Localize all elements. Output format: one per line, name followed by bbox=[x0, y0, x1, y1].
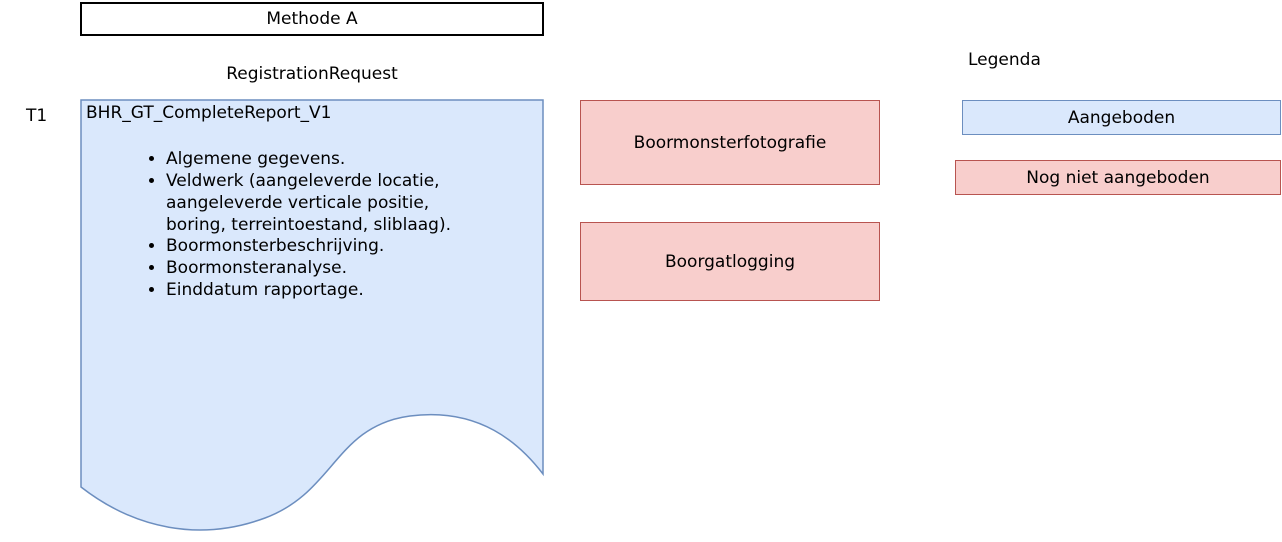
registration-request-document: BHR_GT_CompleteReport_V1 Algemene gegeve… bbox=[80, 99, 545, 542]
document-bullet: Einddatum rapportage. bbox=[166, 280, 458, 302]
document-bullet-list: Algemene gegevens.Veldwerk (aangeleverde… bbox=[86, 149, 458, 301]
legend-item-aangeboden: Aangeboden bbox=[962, 100, 1281, 135]
document-shape-outline bbox=[80, 99, 544, 531]
boorgatlogging-label: Boorgatlogging bbox=[664, 251, 796, 272]
boormonsterfotografie-label: Boormonsterfotografie bbox=[633, 132, 827, 153]
legend-title: Legenda bbox=[968, 50, 1041, 70]
document-bullet: Boormonsteranalyse. bbox=[166, 258, 458, 280]
boorgatlogging-box: Boorgatlogging bbox=[580, 222, 880, 301]
document-title: BHR_GT_CompleteReport_V1 bbox=[86, 103, 332, 123]
legend-item-aangeboden-label: Aangeboden bbox=[1067, 107, 1176, 128]
methode-a-label: Methode A bbox=[266, 9, 358, 29]
row-label-t1: T1 bbox=[26, 106, 48, 126]
document-bullet: Veldwerk (aangeleverde locatie, aangelev… bbox=[166, 171, 458, 236]
legend-item-nog-niet-aangeboden: Nog niet aangeboden bbox=[955, 160, 1281, 195]
document-content: BHR_GT_CompleteReport_V1 Algemene gegeve… bbox=[80, 99, 545, 306]
registration-request-title: RegistrationRequest bbox=[226, 64, 398, 84]
document-bullet: Algemene gegevens. bbox=[166, 149, 458, 171]
boormonsterfotografie-box: Boormonsterfotografie bbox=[580, 100, 880, 185]
methode-a-box: Methode A bbox=[80, 2, 544, 36]
document-bullet: Boormonsterbeschrijving. bbox=[166, 236, 458, 258]
legend-item-nog-niet-aangeboden-label: Nog niet aangeboden bbox=[1026, 167, 1210, 188]
